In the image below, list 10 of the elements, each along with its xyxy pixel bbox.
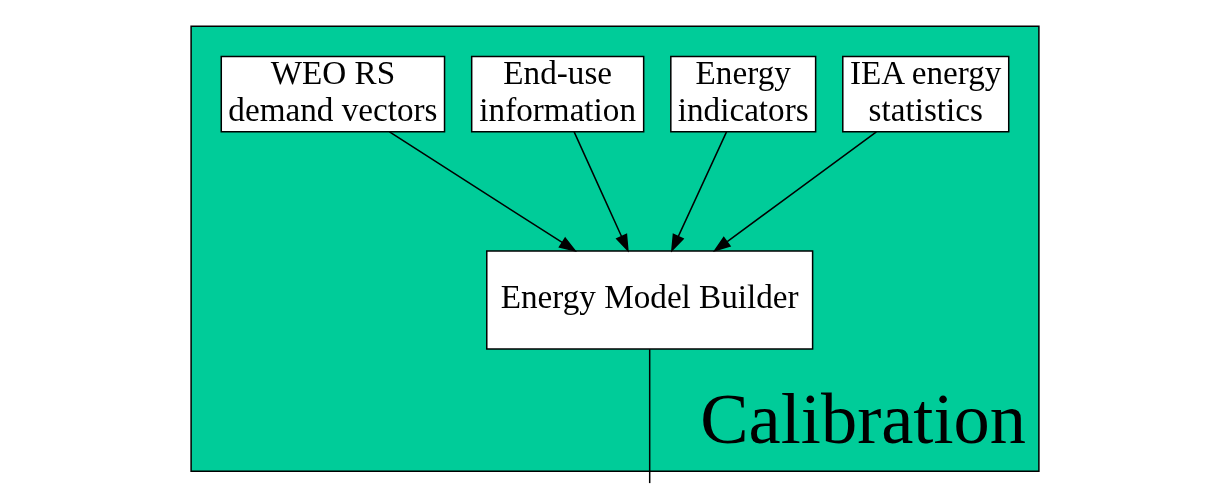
node-box: Energy Model Builder — [486, 250, 814, 350]
node-box: IEA energy statistics — [842, 55, 1010, 133]
connector — [648, 348, 651, 484]
node-box: WEO RS demand vectors — [220, 55, 446, 133]
arrow — [712, 131, 878, 253]
arrow — [573, 131, 629, 253]
arrow — [670, 131, 728, 253]
arrow — [388, 131, 577, 252]
node-box: End-use information — [470, 55, 645, 133]
node-box: Energy indicators — [670, 55, 817, 133]
